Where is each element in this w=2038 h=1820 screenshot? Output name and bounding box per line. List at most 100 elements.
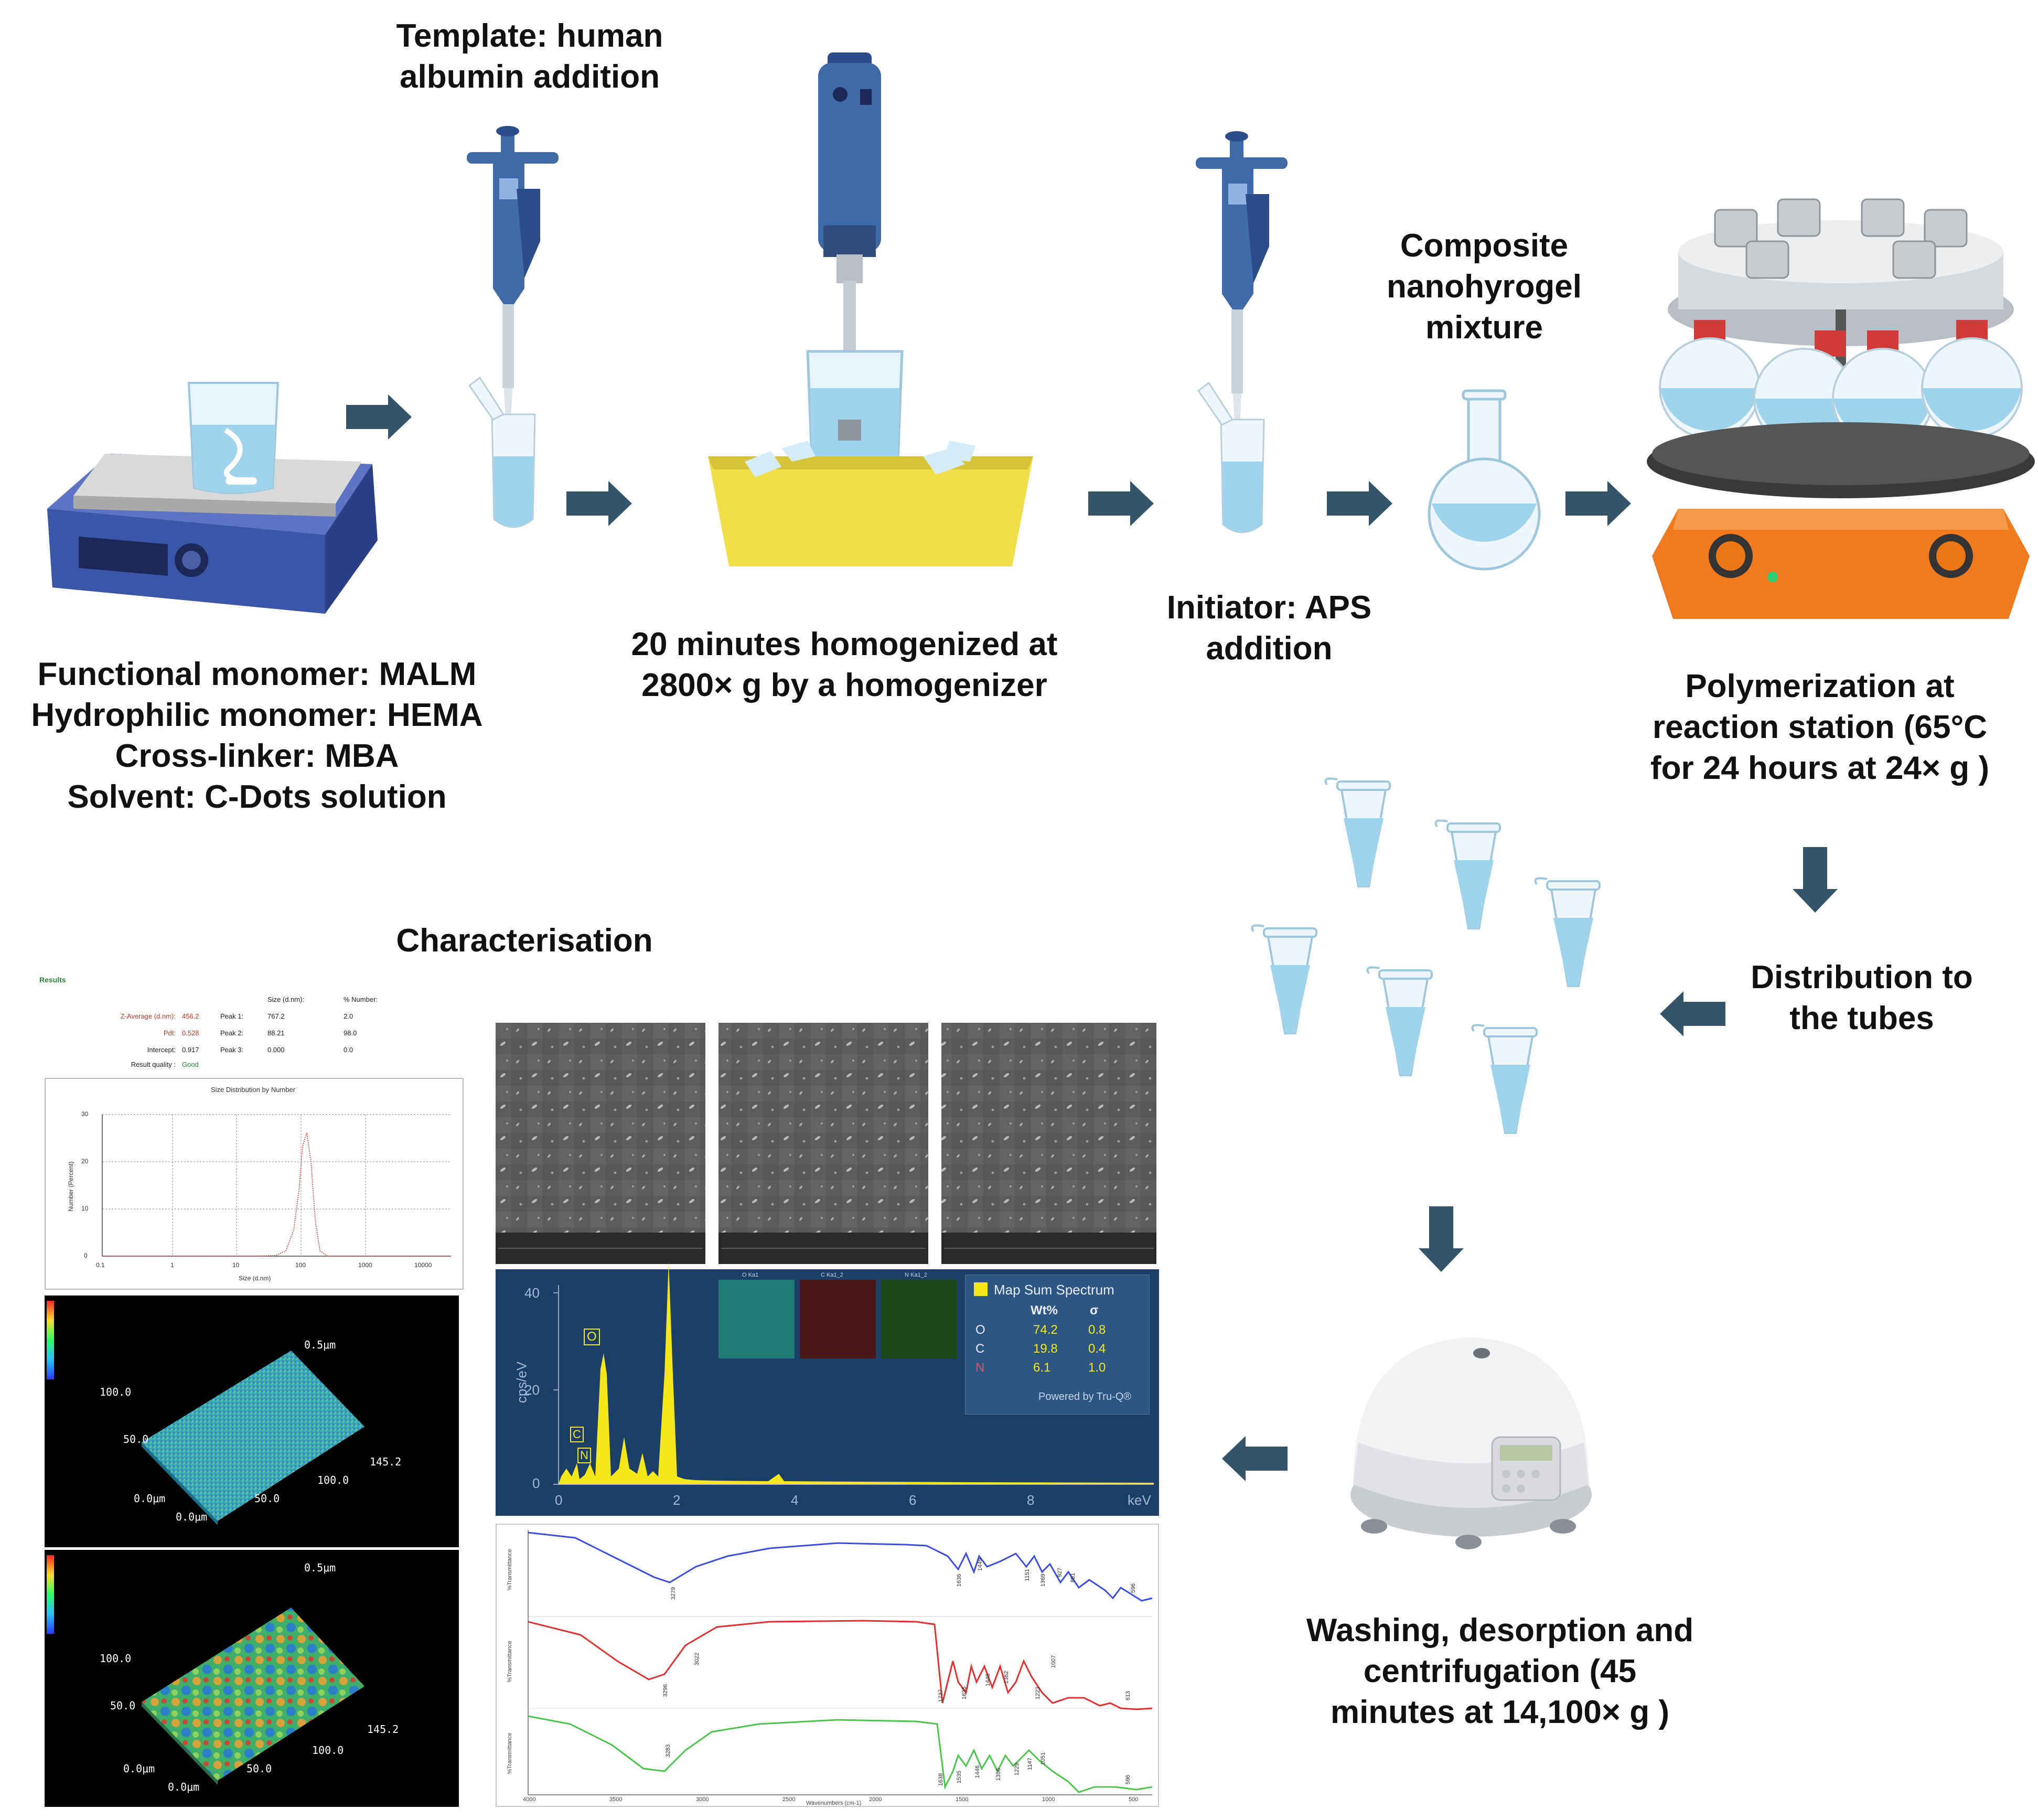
ftir-peak-label: 1635 [961, 1686, 968, 1700]
caption-line: Polymerization at [1685, 668, 1955, 704]
ftir-peak-label: 3283 [665, 1744, 672, 1758]
reaction-station-illustration [1647, 198, 2035, 619]
ftir-xtick: 1500 [956, 1796, 969, 1803]
eds-peak-label-o: O [584, 1329, 600, 1345]
ftir-peak-label: 596 [1125, 1774, 1132, 1785]
washing-caption: Washing, desorption and centrifugation (… [1259, 1610, 1741, 1733]
dls-xtick: 100 [295, 1261, 306, 1269]
ftir-xtick: 3000 [696, 1796, 709, 1803]
arrow-left-1 [1660, 991, 1725, 1036]
monomers-caption: Functional monomer: MALM Hydrophilic mon… [21, 654, 493, 818]
afm-y-label: 100.0 [100, 1652, 132, 1665]
dls-ytick: 30 [81, 1110, 89, 1118]
round-flask-illustration [1428, 389, 1541, 571]
sem-images [496, 1023, 1156, 1264]
ftir-ylabel: %Transmittance [507, 1641, 513, 1683]
dls-chart-frame [45, 1078, 464, 1290]
afm-x-near: 100.0 [317, 1474, 349, 1486]
homogenizer-illustration [708, 52, 1033, 566]
caption-line: 2800× g by a homogenizer [641, 667, 1047, 703]
ftir-peak-label: 1737 [938, 1689, 945, 1703]
ftir-peak-label: 1638 [938, 1773, 945, 1786]
caption-line: albumin addition [400, 59, 660, 95]
dls-results-panel: Results Size (d.nm): % Number: Z-Average… [39, 976, 464, 1290]
eds-xtick: 8 [1027, 1492, 1035, 1508]
afm-image-2: 0.5μm 100.0 50.0 0.0μm 0.0μm 50.0 100.0 … [45, 1550, 459, 1807]
arrow-right-5 [1565, 481, 1631, 526]
ftir-peak-label: 3022 [694, 1652, 701, 1666]
caption-line: Initiator: APS [1166, 590, 1372, 626]
ftir-peak-label: 3296 [662, 1684, 669, 1697]
caption-line: the tubes [1789, 1000, 1934, 1036]
dls-xtick: 1 [170, 1261, 174, 1269]
eds-ylabel: cps/eV [513, 1361, 530, 1404]
arrow-right-4 [1327, 481, 1392, 526]
dls-row-label: Intercept: [147, 1046, 176, 1054]
dls-row-peak: Peak 1: [220, 1012, 244, 1020]
ftir-peak-label: 1362 [1003, 1671, 1010, 1684]
arrow-down-2 [1419, 1206, 1464, 1272]
ftir-peak-label: 1636 [956, 1573, 963, 1587]
caption-line: reaction station (65°C [1652, 709, 1988, 745]
eds-xtick: 2 [673, 1492, 681, 1508]
dls-xtick: 10000 [414, 1261, 432, 1269]
dls-row-label: Result quality : [131, 1061, 176, 1068]
dls-row-label: PdI: [163, 1029, 176, 1037]
eds-sigma: 1.0 [1088, 1361, 1106, 1375]
initiator-caption: Initiator: APS addition [1122, 587, 1416, 669]
caption-line: Washing, desorption and [1306, 1612, 1694, 1648]
dls-row-value: 456.2 [182, 1012, 199, 1020]
eds-peak-label-n: N [577, 1448, 591, 1463]
eds-xtick: 4 [791, 1492, 799, 1508]
eds-legend-box [965, 1275, 1150, 1415]
dls-row-size: 88.21 [267, 1029, 285, 1037]
ftir-ylabel: %Transmittance [507, 1732, 513, 1774]
ftir-peak-label: 3279 [670, 1587, 677, 1600]
caption-line: minutes at 14,100× g ) [1330, 1694, 1670, 1730]
dls-distribution-curve [102, 1132, 451, 1257]
ftir-peak-label: 1151 [1024, 1569, 1031, 1581]
afm-x-mid: 50.0 [254, 1492, 280, 1505]
dls-xtick: 0.1 [96, 1261, 105, 1269]
afm-origin-y: 0.0μm [134, 1492, 166, 1505]
afm-y-mid: 50.0 [110, 1699, 136, 1712]
dls-row-size: 0.000 [267, 1046, 285, 1054]
afm-surface-1 [142, 1351, 364, 1525]
ftir-peak-label: 1007 [1050, 1655, 1057, 1668]
ftir-peak-label: 1356 [995, 1768, 1002, 1781]
eds-xtick: 6 [909, 1492, 917, 1508]
afm-image-1: 0.5μm 100.0 50.0 0.0μm 0.0μm 50.0 100.0 … [45, 1296, 459, 1547]
afm-y-mid: 50.0 [123, 1433, 149, 1446]
hotplate-stirrer-illustration [47, 382, 378, 614]
afm-origin-x: 0.0μm [176, 1511, 208, 1523]
eds-element: N [975, 1361, 985, 1375]
dls-row-peak: Peak 3: [220, 1046, 244, 1054]
afm-x-far: 145.2 [367, 1723, 399, 1736]
caption-line: addition [1206, 630, 1333, 667]
caption-line: 20 minutes homogenized at [631, 626, 1058, 662]
afm-x-far: 145.2 [370, 1455, 402, 1468]
ftir-peak-label: 927 [1057, 1567, 1064, 1578]
eds-legend-swatch [974, 1282, 988, 1296]
caption-line: centrifugation (45 [1363, 1653, 1637, 1689]
pipette-illustration-1 [467, 126, 559, 528]
ftir-xtick: 2000 [869, 1796, 882, 1803]
dls-ytick: 20 [81, 1158, 89, 1165]
eds-map-o [718, 1280, 795, 1358]
caption-line: Composite [1400, 228, 1569, 264]
afm-surface-2 [142, 1608, 364, 1785]
caption-line: mixture [1425, 309, 1543, 346]
dls-row-number: 2.0 [344, 1012, 353, 1020]
arrow-right-2 [566, 481, 632, 526]
dls-ylabel: Number (Percent) [67, 1161, 74, 1212]
ftir-peak-label: 1147 [1026, 1758, 1033, 1770]
ftir-peak-label: 1223 [1035, 1686, 1042, 1700]
ftir-peak-label: 1369 [1040, 1573, 1047, 1587]
dls-row-size: 767.2 [267, 1012, 285, 1020]
eds-ytick: 0 [532, 1475, 540, 1491]
eds-wt: 6.1 [1033, 1361, 1051, 1375]
eds-map-label: C Ka1_2 [821, 1272, 843, 1278]
pipette-illustration-2 [1196, 131, 1288, 533]
ftir-peak-label: 1051 [1040, 1752, 1047, 1765]
sem-image-2 [718, 1023, 928, 1264]
